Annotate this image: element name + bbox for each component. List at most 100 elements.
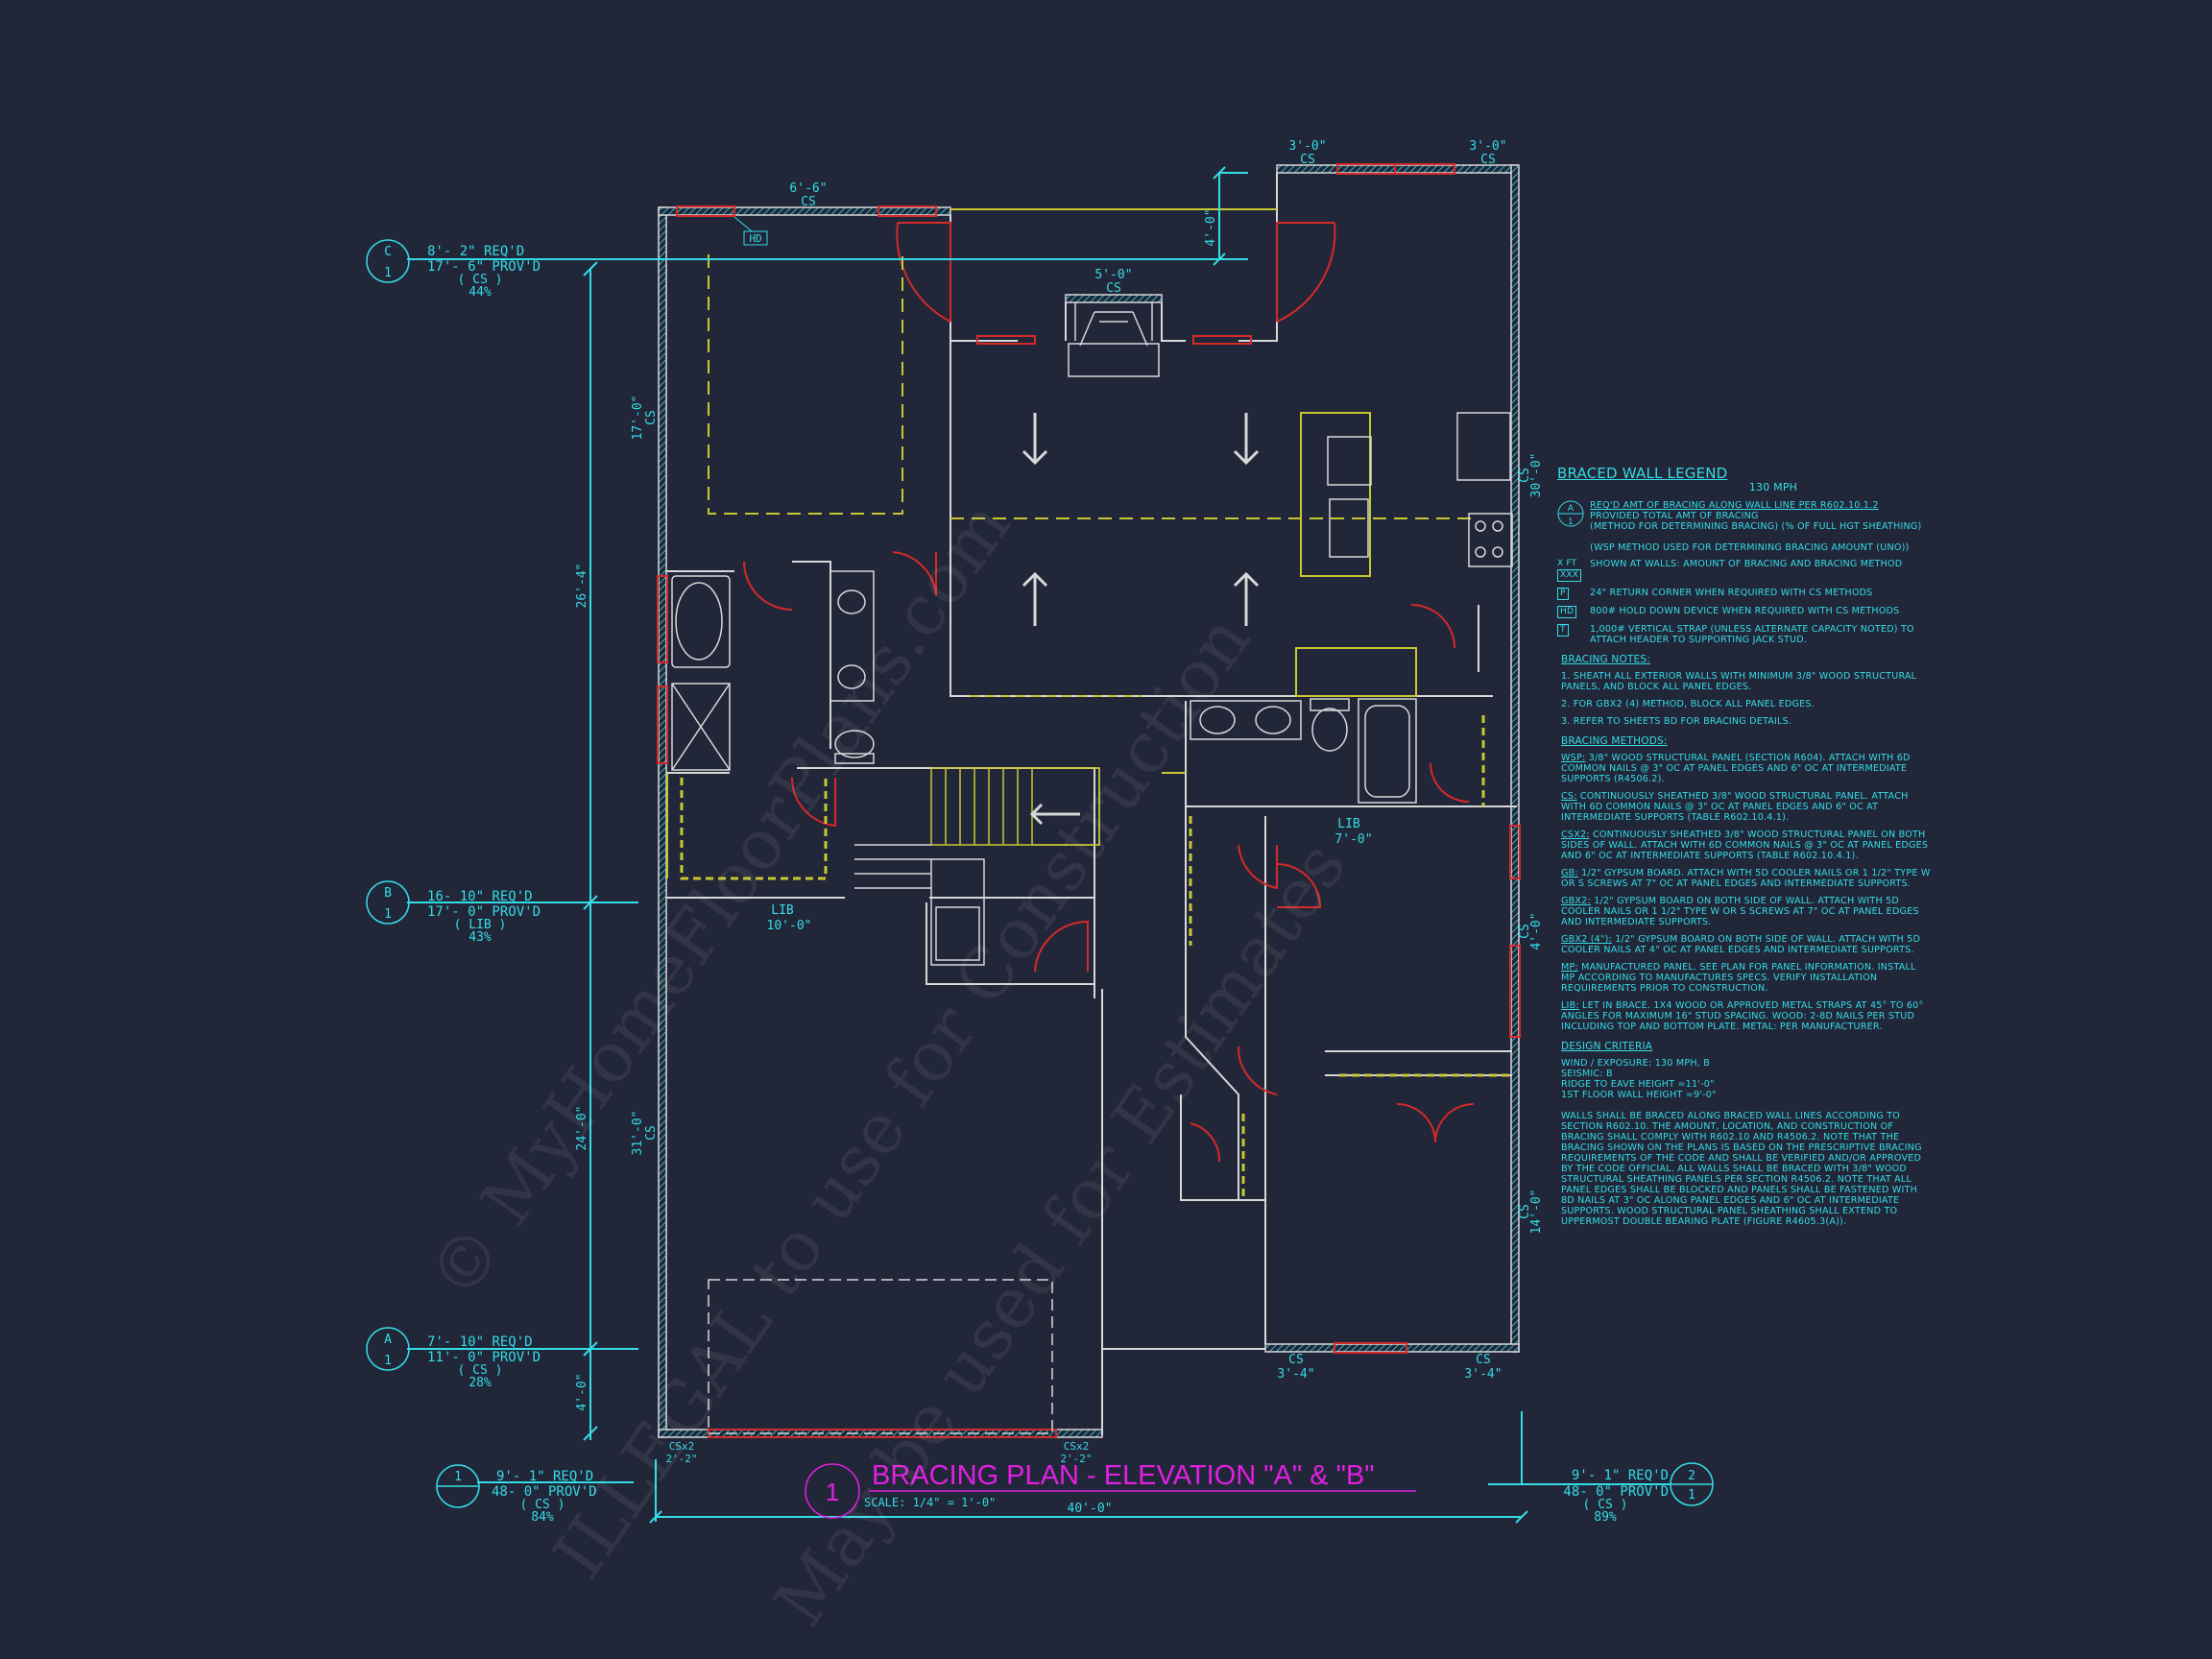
- hold-down-tag: HD: [749, 232, 761, 245]
- design-criteria-line: RIDGE TO EAVE HEIGHT =11'-0": [1561, 1079, 1715, 1090]
- bracing-method: ( CS ): [458, 273, 503, 287]
- wall-length: 2'-2": [1060, 1453, 1092, 1465]
- design-criteria-line: SEISMIC: B: [1561, 1069, 1613, 1079]
- notes-panel: BRACED WALL LEGEND 130 MPH A 1 REQ'D AMT…: [1557, 465, 1932, 1234]
- wall-length: 3'-4": [1464, 1367, 1502, 1382]
- legend-text: SHOWN AT WALLS: AMOUNT OF BRACING AND BR…: [1590, 559, 1903, 569]
- wall-method: CS: [644, 410, 659, 425]
- wall-method: LIB: [771, 903, 794, 918]
- design-criteria-line: WIND / EXPOSURE: 130 MPH, B: [1561, 1058, 1711, 1069]
- hold-down-symbol: HD: [1557, 606, 1577, 618]
- bracing-method: ( CS ): [1583, 1498, 1628, 1512]
- provided-bracing: 17'- 6" PROV'D: [427, 259, 541, 275]
- plan-number: 1: [826, 1478, 839, 1506]
- wall-method: CS: [1518, 1204, 1532, 1219]
- bracing-note: 3. REFER TO SHEETS BD FOR BRACING DETAIL…: [1561, 716, 1792, 727]
- required-bracing: 7'- 10" REQ'D: [427, 1334, 533, 1350]
- legend-item: HD 800# HOLD DOWN DEVICE WHEN REQUIRED W…: [1557, 606, 1932, 618]
- required-bracing: 16- 10" REQ'D: [427, 889, 533, 904]
- bracing-method: CSx2: CONTINUOUSLY SHEATHED 3/8" WOOD ST…: [1561, 830, 1929, 861]
- callout-letter: 2: [1688, 1469, 1695, 1483]
- plan-title-text: BRACING PLAN - ELEVATION "A" & "B": [872, 1460, 1375, 1491]
- legend-symbol-row: A 1 REQ'D AMT OF BRACING ALONG WALL LINE…: [1557, 500, 1932, 553]
- legend-wsp-line: (WSP METHOD USED FOR DETERMINING BRACING…: [1590, 542, 1910, 553]
- wall-method: CS: [1518, 468, 1532, 483]
- bracing-method: ( LIB ): [454, 918, 507, 932]
- wall-method: CSx2: [1064, 1440, 1090, 1453]
- porch-dimension: 4'-0": [1204, 208, 1218, 246]
- bracing-note: 1. SHEATH ALL EXTERIOR WALLS WITH MINIMU…: [1561, 671, 1917, 692]
- wall-length: 4'-0": [1529, 912, 1544, 950]
- callout-A: A 1 7'- 10" REQ'D 11'- 0" PROV'D ( CS ) …: [366, 1327, 541, 1390]
- bracing-percent: 44%: [469, 285, 492, 300]
- exterior-walls: [658, 164, 1520, 1438]
- wall-length: 3'-0": [1469, 139, 1506, 154]
- legend-item: T 1,000# VERTICAL STRAP (UNLESS ALTERNAT…: [1557, 624, 1932, 645]
- bracing-percent: 28%: [469, 1376, 492, 1390]
- bracing-method: WSP: 3/8" WOOD STRUCTURAL PANEL (SECTION…: [1561, 753, 1911, 784]
- required-bracing: 9'- 1" REQ'D: [496, 1469, 593, 1484]
- wall-line-symbol: A 1: [1557, 500, 1590, 553]
- symbol-letter: A: [1568, 504, 1575, 514]
- required-bracing: 8'- 2" REQ'D: [427, 244, 524, 259]
- wall-method: CS: [1518, 924, 1532, 939]
- provided-bracing: 11'- 0" PROV'D: [427, 1350, 541, 1365]
- legend-wind: 130 MPH: [1748, 481, 1798, 493]
- legend-req-line: REQ'D AMT OF BRACING ALONG WALL LINE PER…: [1590, 500, 1879, 511]
- wall-method: CS: [1288, 1353, 1304, 1367]
- bracing-method: GB: 1/2" GYPSUM BOARD. ATTACH WITH 5d CO…: [1561, 868, 1931, 889]
- doors: [743, 222, 1475, 1163]
- bracing-note: 2. FOR GBx2 (4) METHOD, BLOCK ALL PANEL …: [1561, 699, 1815, 709]
- bracing-method: MP: MANUFACTURED PANEL. SEE PLAN FOR PAN…: [1561, 962, 1916, 994]
- bracing-arrows: [1022, 413, 1260, 626]
- left-dimension: 26'-4": [575, 564, 589, 609]
- wall-length: 10'-0": [767, 919, 812, 933]
- wall-labels: 6'-6" CS 3'-0" CS 3'-0" CS 5'-0" CS 17'-…: [631, 139, 1544, 1465]
- legend-text: 1,000# VERTICAL STRAP (UNLESS ALTERNATE …: [1590, 624, 1914, 645]
- callout-2: 2 1 9'- 1" REQ'D 48- 0" PROV'D ( CS ) 89…: [1563, 1462, 1714, 1525]
- callout-B: B 1 16- 10" REQ'D 17'- 0" PROV'D ( LIB )…: [366, 880, 541, 945]
- wall-length: 3'-0": [1288, 139, 1326, 154]
- left-dimension: 24'-0": [575, 1106, 589, 1151]
- legend-prov-line: PROVIDED TOTAL AMT OF BRACING: [1590, 511, 1759, 521]
- provided-bracing: 17'- 0" PROV'D: [427, 904, 541, 920]
- stairs: [854, 767, 1100, 889]
- wall-method: CS: [801, 195, 816, 209]
- bracing-lines: [407, 166, 1671, 1524]
- wall-length: 6'-6": [789, 181, 827, 196]
- bracing-method: ( CS ): [458, 1363, 503, 1378]
- wall-length: 5'-0": [1094, 268, 1132, 282]
- design-criteria-line: 1ST FLOOR WALL HEIGHT =9'-0": [1561, 1090, 1717, 1100]
- bracing-percent: 84%: [531, 1510, 554, 1525]
- callout-letter: A: [384, 1333, 392, 1347]
- bracing-method: CS: CONTINUOUSLY SHEATHED 3/8" WOOD STRU…: [1561, 791, 1909, 823]
- callout-letter: C: [384, 245, 392, 259]
- symbol-number: 1: [1568, 517, 1574, 527]
- provided-bracing: 48- 0" PROV'D: [1563, 1484, 1669, 1500]
- callout-1: 1 9'- 1" REQ'D 48- 0" PROV'D ( CS ) 84%: [436, 1464, 597, 1525]
- bracing-percent: 89%: [1594, 1510, 1617, 1525]
- wall-method: CS: [1300, 153, 1315, 167]
- wall-length: 3'-4": [1277, 1367, 1314, 1382]
- wall-method: CS: [1476, 1353, 1491, 1367]
- bracing-method: GBx2: 1/2" GYPSUM BOARD ON BOTH SIDE OF …: [1561, 896, 1919, 927]
- required-bracing: 9'- 1" REQ'D: [1572, 1468, 1669, 1483]
- legend-method-line: (METHOD FOR DETERMINING BRACING) (% OF F…: [1590, 521, 1922, 532]
- left-dimension: 4'-0": [575, 1373, 589, 1410]
- wall-method: CS: [1480, 153, 1496, 167]
- callout-number: 1: [384, 907, 392, 922]
- fireplace-icon: [1074, 302, 1153, 347]
- plan-title: 1 BRACING PLAN - ELEVATION "A" & "B" SCA…: [805, 1460, 1416, 1519]
- bracing-method: ( CS ): [520, 1498, 565, 1512]
- callout-letter: 1: [454, 1470, 462, 1484]
- provided-bracing: 48- 0" PROV'D: [492, 1484, 597, 1500]
- wall-method: CS: [644, 1125, 659, 1141]
- wall-length: 17'-0": [631, 396, 645, 441]
- legend-text: 800# HOLD DOWN DEVICE WHEN REQUIRED WITH…: [1590, 606, 1900, 616]
- callout-letter: B: [384, 886, 392, 901]
- bracing-percent: 43%: [469, 930, 492, 945]
- bracing-method: LIB: LET IN BRACE. 1x4 WOOD OR APPROVED …: [1561, 1000, 1924, 1032]
- wall-method: LIB: [1337, 817, 1360, 831]
